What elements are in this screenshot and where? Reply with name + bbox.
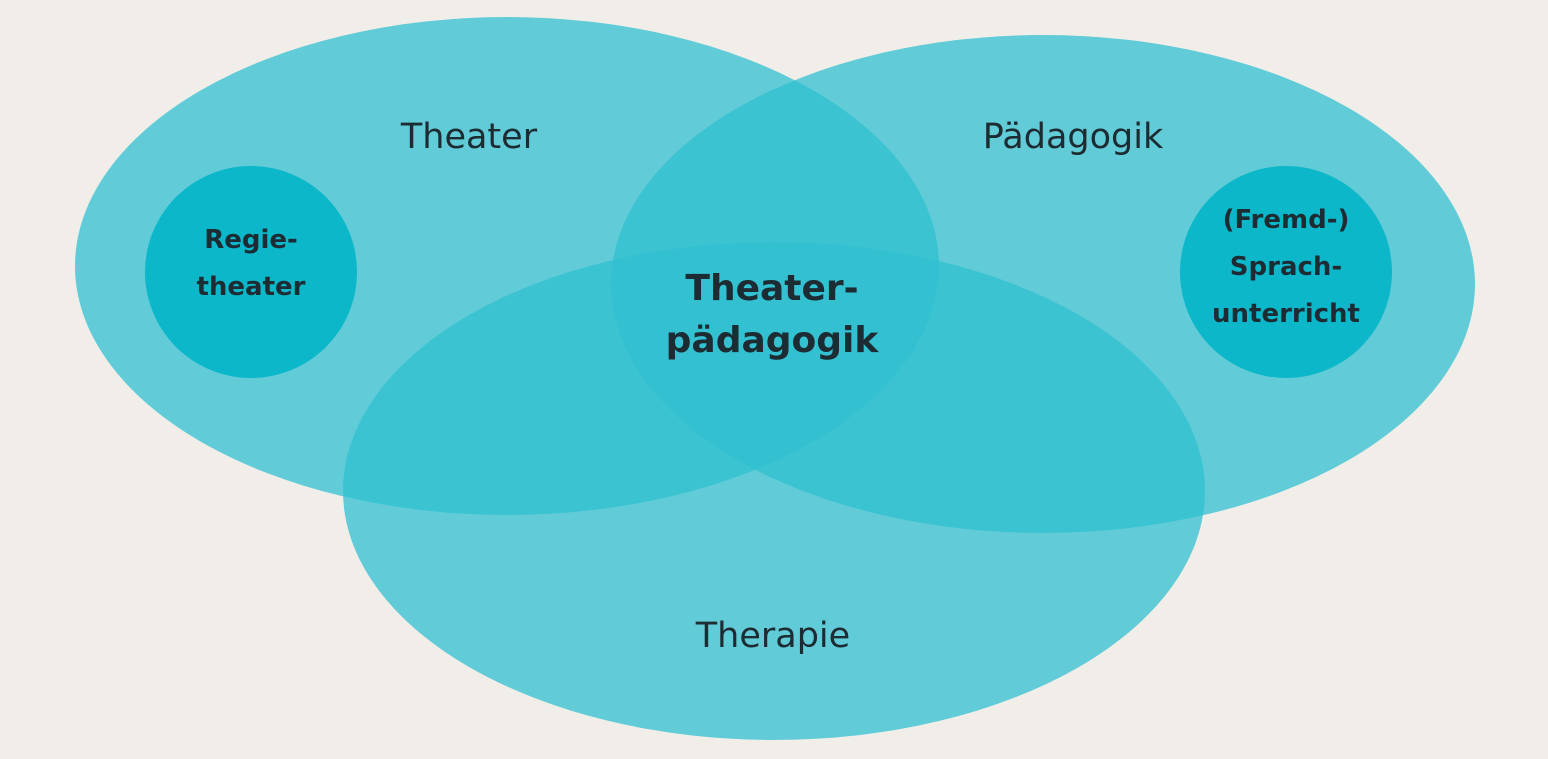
regietheater-line1: Regie- [204,225,298,255]
paedagogik-label: Pädagogik [982,117,1164,157]
sprachunterricht-label: (Fremd-) Sprach- unterricht [1186,197,1386,338]
theaterpaedagogik-line1: Theater- [685,268,859,309]
theaterpaedagogik-line2: pädagogik [665,320,879,361]
sprachunterricht-circle [1180,166,1392,378]
regietheater-label: Regie- theater [161,217,341,311]
theaterpaedagogik-label: Theater- pädagogik [622,263,922,367]
theater-label: Theater [400,117,538,157]
therapie-label: Therapie [695,616,851,656]
therapie-ellipse [343,242,1205,740]
regietheater-line2: theater [196,272,306,302]
sprachunterricht-line2: Sprach- [1229,252,1343,282]
regietheater-circle [145,166,357,378]
sprachunterricht-line3: unterricht [1212,299,1360,329]
sprachunterricht-line1: (Fremd-) [1222,205,1350,235]
